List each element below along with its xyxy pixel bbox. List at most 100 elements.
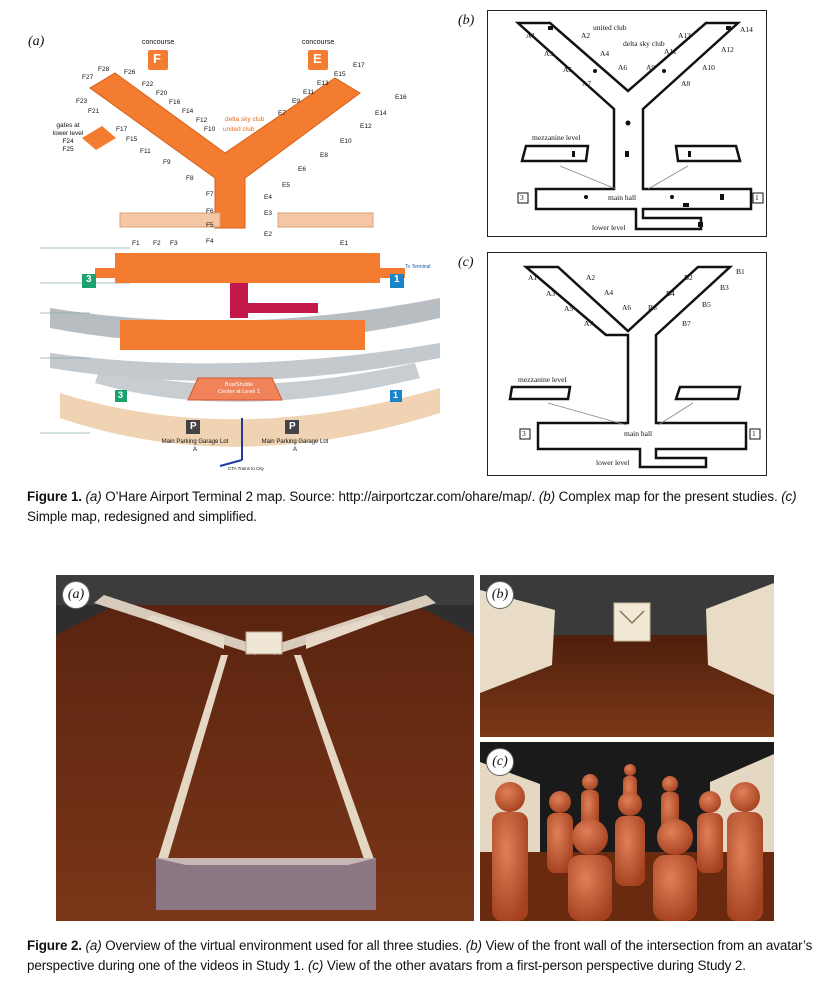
gates-lower-line: F25	[62, 146, 74, 153]
gate-label: A7	[584, 319, 594, 328]
concourse-f-caption: concourse	[142, 39, 175, 46]
gate-label: A4	[600, 49, 610, 58]
gate-label: A1	[528, 273, 538, 282]
panel-c-label: (c)	[458, 255, 474, 270]
complex-map	[514, 21, 764, 231]
mezzanine-bar-right	[277, 212, 374, 228]
gate-label: E1	[340, 240, 348, 247]
mezzanine-right	[674, 144, 742, 163]
parking-ramp	[95, 363, 420, 402]
gate-label: A11	[664, 47, 677, 56]
concourse-e-letter: E	[313, 51, 322, 66]
terminal-3-badge	[82, 274, 96, 288]
gate-label: E6	[298, 166, 306, 173]
mezzanine-bar-left	[119, 212, 221, 228]
concourse-e-sign	[308, 50, 328, 70]
gate-label: A9	[646, 63, 656, 72]
gate-label: F20	[156, 90, 168, 97]
gate-label: A10	[702, 63, 715, 72]
gate-label: E7	[278, 110, 286, 117]
concourse-f-sign	[148, 50, 168, 70]
avatar-head	[549, 791, 571, 813]
gate-label: B2	[684, 273, 693, 282]
gate-label: E12	[360, 123, 372, 130]
gate-label: E8	[320, 152, 328, 159]
gate-label: F6	[206, 208, 214, 215]
figure2-panel-c: (c)	[480, 742, 774, 921]
gate-label: A6	[618, 63, 628, 72]
terminal-3-box	[519, 428, 531, 440]
terminal-3-number: 3	[520, 193, 524, 202]
terminal-3-box	[517, 192, 529, 204]
gate-label: F26	[124, 69, 136, 76]
panel-a-label: (a)	[28, 34, 45, 49]
concourse-e-caption: concourse	[302, 39, 335, 46]
gate-label: F15	[126, 136, 138, 143]
lower-gate-pad	[82, 126, 116, 150]
avatar-body	[568, 855, 612, 921]
side-wall-right	[706, 583, 774, 695]
amenity-icon	[670, 195, 674, 199]
gate-label: B7	[682, 319, 691, 328]
terminal-1-number: 1	[752, 429, 756, 438]
stem-wall-left	[156, 655, 228, 865]
gate-label: E15	[334, 71, 346, 78]
caption-a-label: (a)	[85, 938, 102, 953]
gate-label: F23	[76, 98, 88, 105]
front-wall-view	[480, 575, 774, 737]
gate-label: F22	[142, 81, 154, 88]
figure2-c-badge: (c)	[486, 748, 514, 776]
ohare-terminal-map	[40, 50, 440, 467]
avatar-head	[572, 819, 608, 855]
caption-c-label: (c)	[307, 958, 324, 973]
garage-left-label: Main Parking Garage Lot A	[161, 439, 229, 453]
amenity-icon	[726, 26, 731, 30]
terminal-1-number: 1	[755, 193, 759, 202]
gate-label: A1	[526, 31, 536, 40]
gates-lower-line: F24	[62, 138, 74, 145]
gate-label: F28	[98, 66, 110, 73]
caption-a-text: Overview of the virtual environment used…	[101, 938, 466, 953]
caption-c-text: View of the other avatars from a first-p…	[323, 958, 746, 973]
avatar-head	[662, 776, 678, 792]
terminal-3-lower-number: 3	[118, 390, 124, 400]
backdrop-corner-right	[416, 605, 474, 635]
intersection-front-wall	[245, 631, 283, 655]
terminal-1-lower-number: 1	[393, 390, 399, 400]
parking-sign-left	[186, 420, 200, 434]
sky-backdrop	[56, 575, 474, 605]
avatar-body	[547, 813, 573, 873]
parking-letter-left: P	[190, 421, 197, 432]
terminal-1-box	[752, 192, 764, 204]
gate-label: A8	[681, 79, 691, 88]
gate-label: F3	[170, 240, 178, 247]
caption-a-text: O’Hare Airport Terminal 2 map. Source: h…	[101, 489, 539, 504]
virtual-environment-overview	[56, 575, 474, 921]
amenity-icon	[593, 69, 597, 73]
lower-level-label: lower level	[592, 223, 626, 232]
amenity-icon	[698, 222, 703, 227]
gate-label: E17	[353, 62, 365, 69]
gate-label: F1	[132, 240, 140, 247]
caption-a-label: (a)	[85, 489, 102, 504]
gate-label: A13	[678, 31, 691, 40]
gate-label: A3	[544, 49, 554, 58]
parking-letter-right: P	[289, 421, 296, 432]
avatar-head	[582, 774, 598, 790]
complex-map-outline	[514, 21, 753, 231]
gates-lower-line: gates at	[56, 122, 80, 129]
mezzanine-label: mezzanine level	[532, 133, 581, 142]
rotunda-label: To Rotunda & Terminal	[60, 264, 91, 276]
avatar-body	[615, 816, 645, 886]
avatar-head	[495, 782, 525, 812]
gate-label: F10	[204, 126, 216, 133]
train-line-end	[219, 459, 243, 467]
side-wall-left	[480, 590, 555, 693]
simple-map-outline	[522, 265, 748, 469]
terminal-3-number: 3	[86, 274, 92, 285]
caption-c-text: Simple map, redesigned and simplified.	[27, 509, 257, 524]
terminal-1-box	[749, 428, 761, 440]
delta-club-label: delta sky club	[225, 116, 265, 123]
connector-bridge	[248, 303, 318, 313]
gate-label: A3	[546, 289, 556, 298]
